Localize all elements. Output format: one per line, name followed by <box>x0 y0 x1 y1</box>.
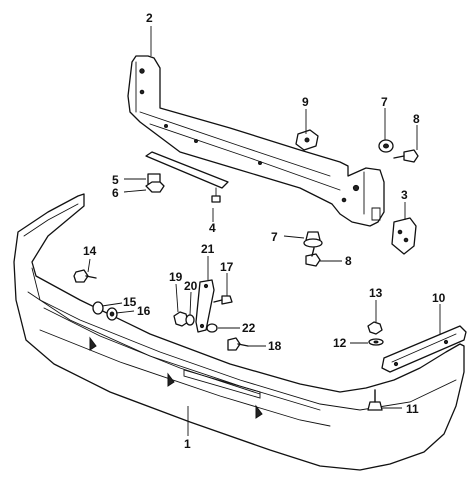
callout-20: 20 <box>184 279 198 293</box>
callout-4: 4 <box>209 221 216 235</box>
callout-labels: 2 3 4 5 6 7 7 8 8 9 10 11 12 13 14 15 16… <box>83 11 446 451</box>
callout-6: 6 <box>112 186 119 200</box>
bolt-hole-icon <box>397 229 403 235</box>
callout-22: 22 <box>242 321 256 335</box>
bolt-hole-icon <box>139 89 145 95</box>
callout-10: 10 <box>432 291 446 305</box>
clip-hole-icon <box>304 137 310 143</box>
callout-7-upper: 7 <box>381 95 388 109</box>
strap <box>145 151 229 203</box>
reinforcement-bracket <box>127 55 385 227</box>
leader-lines <box>87 26 441 436</box>
callout-19: 19 <box>169 270 183 284</box>
callout-1: 1 <box>184 437 191 451</box>
lower-bolt <box>367 389 383 411</box>
side-bolt <box>73 269 97 283</box>
callout-8-lower: 8 <box>345 254 352 268</box>
callout-3: 3 <box>401 188 408 202</box>
callout-21: 21 <box>201 242 215 256</box>
bolt-hole-icon <box>403 237 409 243</box>
callout-12: 12 <box>333 336 347 350</box>
callout-14: 14 <box>83 244 97 258</box>
callout-11: 11 <box>406 402 419 416</box>
bolt-hole-icon <box>164 124 168 128</box>
side-plate <box>391 217 417 255</box>
callout-9: 9 <box>302 95 309 109</box>
bolt-hole-icon <box>258 161 262 165</box>
bolt-hole-icon <box>443 339 449 345</box>
bumper-body <box>13 193 465 471</box>
callout-18: 18 <box>268 339 282 353</box>
bolt-hole-icon <box>194 139 198 143</box>
callout-16: 16 <box>137 304 151 318</box>
upper-grommet-and-screw <box>378 139 419 163</box>
lower-grommet-and-screw <box>303 231 323 267</box>
side-bracket <box>381 325 467 373</box>
callout-13: 13 <box>369 286 383 300</box>
callout-8-upper: 8 <box>413 112 420 126</box>
callout-7-lower: 7 <box>271 230 278 244</box>
bolt-hole-icon <box>393 361 399 367</box>
callout-2: 2 <box>146 11 153 25</box>
clip-nut <box>295 129 319 151</box>
callout-17: 17 <box>220 260 234 274</box>
nut-and-washer <box>367 321 384 346</box>
bolt-hole-icon <box>352 184 360 192</box>
hardware-cluster <box>173 279 249 351</box>
bolt-hole-icon <box>341 197 347 203</box>
bolt-hole-icon <box>139 68 145 74</box>
callout-5: 5 <box>112 173 119 187</box>
spacer-and-nut <box>145 173 165 193</box>
callout-15: 15 <box>123 295 137 309</box>
washer-and-nut-15-16 <box>92 301 118 321</box>
